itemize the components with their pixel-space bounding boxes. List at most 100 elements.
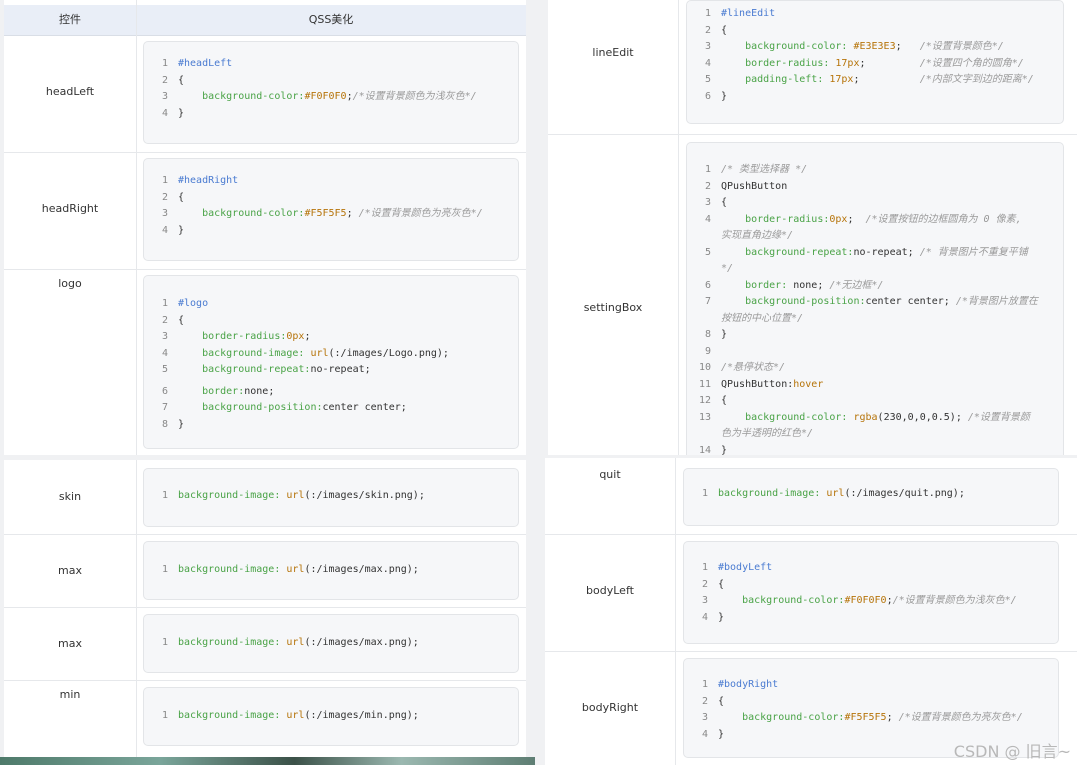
code-line: 1#bodyRight	[684, 677, 778, 693]
code-token: #headLeft	[178, 58, 233, 69]
code-token: background-image:	[178, 564, 287, 575]
code-line: */	[687, 261, 733, 277]
code-line: 2{	[144, 313, 184, 329]
code-token: ;	[346, 91, 353, 102]
code-token: /* 类型选择器 */	[721, 164, 808, 175]
table-row: headRight 1 #headRight 2{3 background-color…	[4, 152, 526, 270]
code-token: /*背景图片放置在	[955, 296, 1038, 307]
code-line: 1/* 类型选择器 */	[687, 162, 807, 178]
line-number: 6	[704, 90, 711, 102]
code-token: }	[178, 418, 185, 430]
line-number: 6	[161, 385, 168, 397]
code-token: background-image:	[718, 488, 827, 499]
code-line: 5 background-repeat:no-repeat; /* 背景图片不重…	[687, 245, 1028, 261]
code-token: QPushButton	[721, 180, 788, 192]
code-token: ;	[853, 74, 920, 85]
line-number: 3	[701, 712, 708, 723]
code-line: 3 background-color:#F5F5F5; /*设置背景颜色为亮灰色…	[684, 710, 1023, 726]
header-qss: QSS美化	[308, 13, 354, 26]
code-token: background-image:	[178, 710, 287, 721]
line-number: 14	[698, 444, 711, 456]
code-token: */	[721, 263, 734, 274]
line-number: 1	[701, 488, 708, 499]
column-divider	[675, 458, 676, 765]
code-line: 9	[687, 344, 721, 360]
line-number: 4	[704, 213, 711, 225]
code-line: 5 background-repeat:no-repeat;	[144, 362, 371, 378]
line-number: 4	[161, 107, 168, 119]
code-token: border:	[178, 385, 245, 397]
code-token: background-repeat:	[178, 364, 311, 375]
code-line: 1#headLeft	[144, 56, 232, 72]
code-token: /*设置按钮的边框圆角为 0 像素,	[865, 213, 1022, 225]
code-token: url	[286, 564, 305, 575]
code-token: #lineEdit	[721, 8, 776, 19]
code-token: #headRight	[178, 175, 239, 186]
code-token: #bodyRight	[718, 679, 779, 690]
code-token: #F5F5F5	[844, 712, 887, 723]
code-token: 17px	[835, 57, 860, 69]
code-token: ;	[346, 208, 359, 219]
code-line: 4 background-image: url(:/images/Logo.pn…	[144, 346, 449, 362]
line-number: 11	[698, 378, 711, 390]
line-number: 6	[704, 279, 711, 291]
code-token: background-image:	[178, 490, 287, 501]
code-token: }	[718, 728, 725, 740]
line-number: 3	[701, 595, 708, 606]
code-token: background-position:	[178, 402, 323, 413]
line-number: 2	[704, 24, 711, 36]
line-number: 5	[704, 246, 711, 258]
widget-name: quit	[599, 468, 621, 481]
code-token: /*悬停状态*/	[721, 362, 786, 373]
code-token: ;	[895, 41, 920, 52]
code-line: 7 background-position:center center; /*背…	[687, 294, 1038, 310]
code-token: background-color:	[178, 91, 305, 102]
code-token: (:/images/Logo.png);	[328, 347, 449, 359]
widget-name: headLeft	[45, 85, 95, 98]
code-line: 3 background-color: #E3E3E3; /*设置背景颜色*/	[687, 39, 1004, 55]
line-number: 7	[704, 296, 711, 307]
code-token: /*设置背景颜	[967, 411, 1030, 423]
code-line: 3 background-color:#F0F0F0;/*设置背景颜色为浅灰色*…	[144, 89, 477, 105]
code-token: {	[178, 314, 185, 326]
code-token: #E3E3E3	[853, 41, 896, 52]
widget-name: bodyLeft	[586, 584, 634, 597]
line-number: 3	[161, 91, 168, 102]
code-token: {	[178, 74, 185, 86]
code-token: padding-left:	[721, 74, 830, 85]
code-token: no-repeat;	[853, 246, 920, 258]
widget-name: max	[58, 564, 82, 577]
code-line: 3{	[687, 195, 727, 211]
code-token: #bodyLeft	[718, 562, 773, 573]
code-line: 1 #headRight	[144, 173, 238, 189]
line-number: 1	[161, 637, 168, 648]
code-line: 4}	[144, 223, 184, 239]
widget-name: bodyRight	[581, 701, 639, 714]
code-line: 2{	[144, 190, 184, 206]
code-token: no-repeat;	[310, 364, 371, 375]
line-number: 4	[704, 57, 711, 69]
code-line: 2{	[684, 694, 724, 710]
line-number: 4	[161, 224, 168, 236]
code-token: background-repeat:	[721, 246, 854, 258]
code-line: 3 background-color:#F5F5F5; /*设置背景颜色为亮灰色…	[144, 206, 483, 222]
widget-name: headRight	[41, 202, 99, 215]
code-token: (230,0,0,0.5);	[877, 411, 968, 423]
line-number: 1	[161, 175, 168, 186]
